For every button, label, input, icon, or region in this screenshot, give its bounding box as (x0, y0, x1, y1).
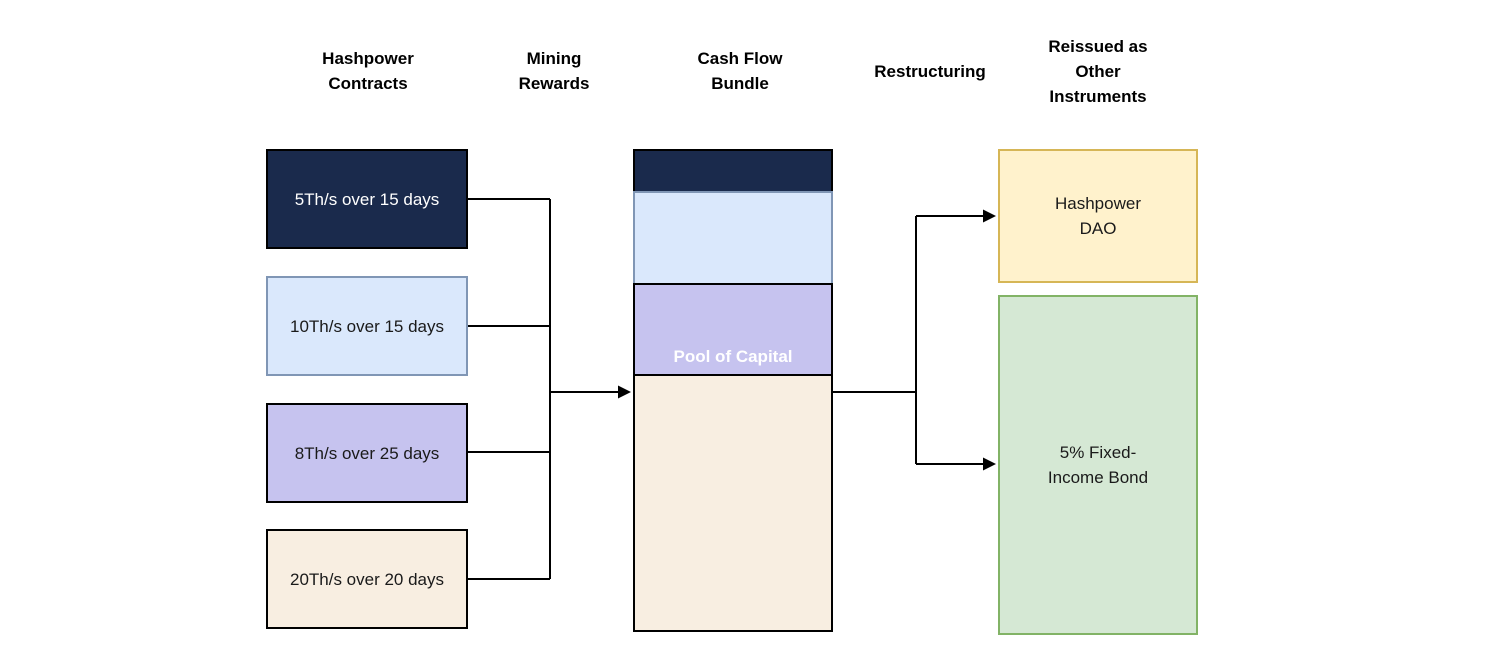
cash-flow-bundle-stack: Pool of Capital (633, 149, 833, 632)
header-reissued-as-other-instruments: Reissued as Other Instruments (1048, 37, 1148, 106)
header-mining-rewards: Mining Rewards (518, 49, 590, 93)
arrowhead-into-bundle (618, 385, 631, 399)
instrument-box-hashpower-dao: Hashpower DAO (998, 149, 1198, 283)
contract-label: 20Th/s over 20 days (289, 569, 445, 589)
contract-box-5ths-15days: 5Th/s over 15 days (266, 149, 468, 249)
instrument-label: 5% Fixed- Income Bond (1047, 443, 1149, 487)
bundle-segment-purple: Pool of Capital (633, 283, 833, 376)
arrowhead-into-bond (983, 457, 996, 471)
contract-box-8ths-25days: 8Th/s over 25 days (266, 403, 468, 503)
instrument-box-fixed-income-bond: 5% Fixed- Income Bond (998, 295, 1198, 635)
instrument-label: Hashpower DAO (1055, 194, 1141, 238)
header-restructuring: Restructuring (874, 62, 986, 81)
contract-label: 10Th/s over 15 days (289, 316, 445, 336)
header-cash-flow-bundle: Cash Flow Bundle (697, 49, 783, 93)
pool-of-capital-label: Pool of Capital (673, 347, 793, 366)
bundle-segment-navy (633, 149, 833, 193)
contract-label: 8Th/s over 25 days (294, 443, 440, 463)
header-hashpower-contracts: Hashpower Contracts (322, 49, 414, 93)
contract-box-10ths-15days: 10Th/s over 15 days (266, 276, 468, 376)
contract-box-20ths-20days: 20Th/s over 20 days (266, 529, 468, 629)
contract-label: 5Th/s over 15 days (294, 189, 440, 209)
bundle-segment-cream (633, 374, 833, 632)
bundle-segment-blue (633, 191, 833, 285)
arrowhead-into-dao (983, 209, 996, 223)
